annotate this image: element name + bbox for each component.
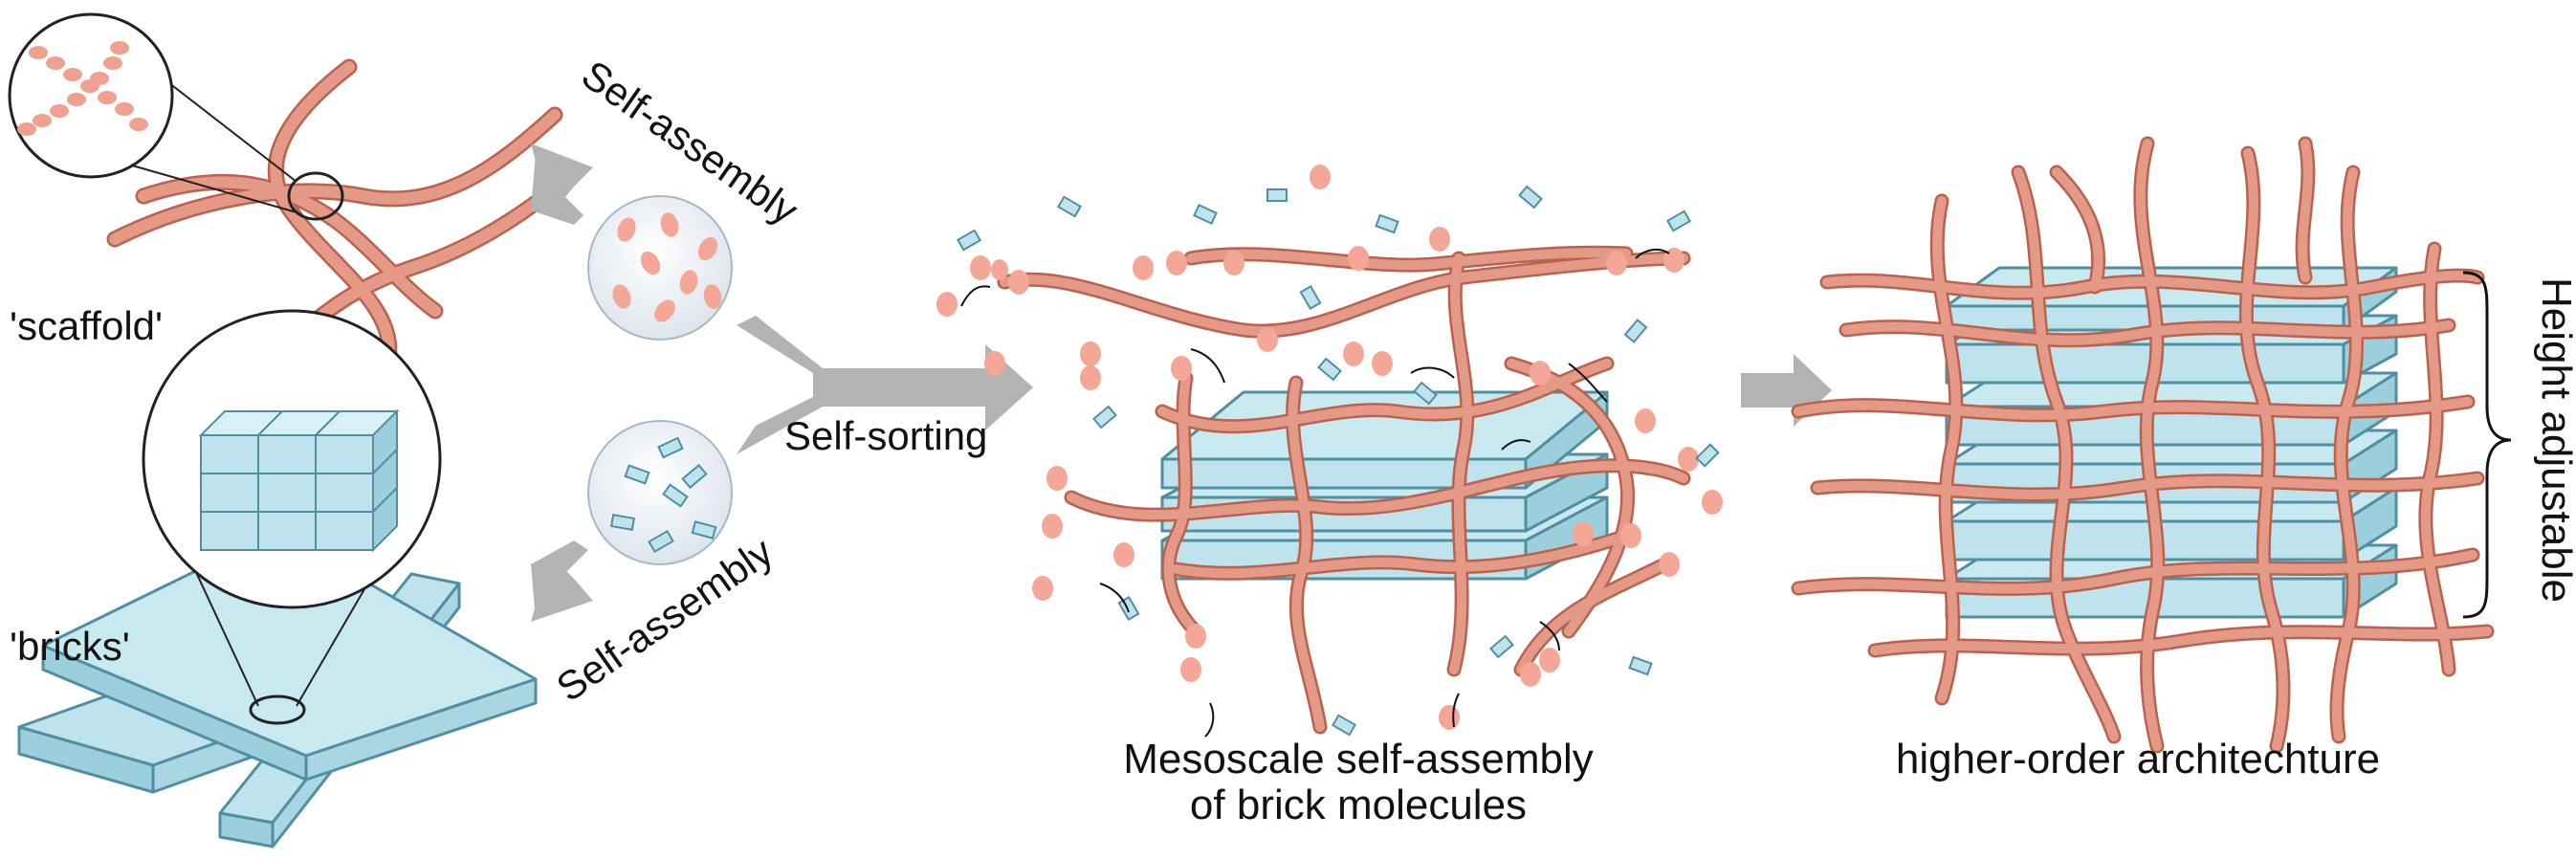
brick-monomer-disc: [587, 420, 733, 565]
self-assembly-bottom-arrow: [531, 540, 593, 622]
free-scaffold-monomers: [936, 165, 1723, 730]
bricks-zoom-callout: [142, 309, 442, 725]
self-assembly-top-arrow: [531, 143, 593, 225]
assembly-progress-arrow: [1741, 354, 1832, 427]
height-adjustable-label: Height adjustable: [2533, 277, 2576, 603]
self-sorting-arrow: [737, 316, 1033, 454]
mesoscale-caption-line1: Mesoscale self-assembly: [1123, 736, 1594, 782]
brick-slabs: [17, 529, 538, 848]
bricks-label: 'bricks': [10, 624, 130, 669]
self-sorting-label: Self-sorting: [784, 413, 987, 458]
height-bracket: [2462, 271, 2512, 619]
binding-arrows: [960, 248, 1670, 738]
scaffold-monomer-disc: [587, 195, 733, 341]
free-brick-monomers: [956, 185, 1720, 737]
scaffold-zoom-callout: [8, 12, 344, 221]
mesoscale-fibers: [997, 245, 1691, 735]
architecture-fiber-network: [1791, 136, 2495, 754]
scaffold-label: 'scaffold': [10, 303, 163, 348]
higher-order-caption: higher-order architechture: [1896, 736, 2380, 782]
mesoscale-caption-line2: of brick molecules: [1190, 782, 1527, 828]
